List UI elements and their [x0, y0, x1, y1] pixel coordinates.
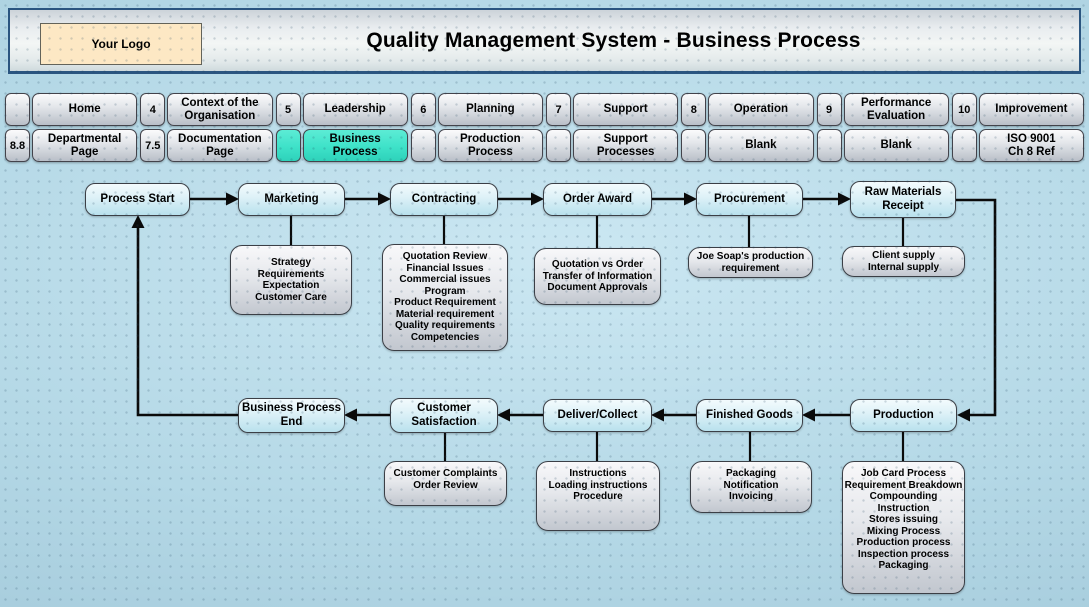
- nav-button-label: Improvement: [978, 93, 1084, 126]
- nav-button-label: Planning: [437, 93, 543, 126]
- nav-button-support-processes[interactable]: Support Processes: [546, 129, 679, 162]
- detail-box-production: Job Card Process Requirement Breakdown C…: [842, 461, 965, 594]
- detail-box-contracting: Quotation Review Financial Issues Commer…: [382, 244, 508, 351]
- detail-box-procurement: Joe Soap's production requirement: [688, 247, 813, 278]
- flow-node-process-start: Process Start: [85, 183, 190, 216]
- nav-row-pages: 8.8 Departmental Page 7.5 Documentation …: [5, 129, 1084, 162]
- nav-number-box: 9: [816, 93, 842, 126]
- nav-number-box: [951, 129, 977, 162]
- nav-button-improvement[interactable]: 10 Improvement: [951, 93, 1084, 126]
- nav-number-box: [5, 93, 30, 126]
- nav-number-box: [275, 129, 301, 162]
- nav-number-box: 8.8: [5, 129, 30, 162]
- nav-number-box: 7.5: [140, 129, 166, 162]
- flow-node-order-award: Order Award: [543, 183, 652, 216]
- nav-button-planning[interactable]: 6 Planning: [410, 93, 543, 126]
- nav-number-box: [681, 129, 707, 162]
- nav-button-business-process-active[interactable]: Business Process: [275, 129, 408, 162]
- nav-button-label: ISO 9001 Ch 8 Ref: [978, 129, 1084, 162]
- flow-node-customer-satisfaction: Customer Satisfaction: [390, 398, 498, 433]
- nav-button-label: Departmental Page: [32, 129, 138, 162]
- detail-box-marketing: Strategy Requirements Expectation Custom…: [230, 245, 352, 315]
- nav-number-box: 7: [546, 93, 571, 126]
- nav-number-box: [410, 129, 436, 162]
- nav-row-chapters: Home 4 Context of the Organisation 5 Lea…: [5, 93, 1084, 126]
- detail-box-customer-satisfaction: Customer Complaints Order Review: [384, 461, 507, 506]
- nav-button-label: Blank: [708, 129, 814, 162]
- flow-node-procurement: Procurement: [696, 183, 803, 216]
- detail-box-raw-materials: Client supply Internal supply: [842, 246, 965, 277]
- header-banner: Your Logo Quality Management System - Bu…: [8, 8, 1081, 74]
- nav-button-context-of-the-organisation[interactable]: 4 Context of the Organisation: [140, 93, 273, 126]
- flow-node-business-process-end: Business Process End: [238, 398, 345, 433]
- flow-node-finished-goods: Finished Goods: [696, 399, 803, 432]
- nav-button-label: Operation: [708, 93, 814, 126]
- nav-button-operation[interactable]: 8 Operation: [681, 93, 814, 126]
- logo-text: Your Logo: [91, 37, 151, 51]
- flow-node-production: Production: [850, 399, 957, 432]
- page-title: Quality Management System - Business Pro…: [366, 29, 861, 52]
- nav-number-box: 6: [410, 93, 436, 126]
- nav-button-performance-evaluation[interactable]: 9 Performance Evaluation: [816, 93, 949, 126]
- flow-node-contracting: Contracting: [390, 183, 498, 216]
- nav-button-label: Context of the Organisation: [167, 93, 273, 126]
- nav-button-label: Leadership: [302, 93, 408, 126]
- nav-button-label: Business Process: [302, 129, 408, 162]
- nav-button-iso9001-ch8-ref[interactable]: ISO 9001 Ch 8 Ref: [951, 129, 1084, 162]
- nav-button-label: Home: [32, 93, 138, 126]
- nav-button-leadership[interactable]: 5 Leadership: [275, 93, 408, 126]
- nav-button-documentation-page[interactable]: 7.5 Documentation Page: [140, 129, 273, 162]
- nav-button-label: Production Process: [437, 129, 543, 162]
- nav-button-label: Blank: [843, 129, 949, 162]
- nav-number-box: [546, 129, 571, 162]
- detail-box-finished-goods: Packaging Notification Invoicing: [690, 461, 812, 513]
- nav-button-departmental-page[interactable]: 8.8 Departmental Page: [5, 129, 138, 162]
- detail-box-deliver-collect: Instructions Loading instructions Proced…: [536, 461, 660, 531]
- nav-button-label: Performance Evaluation: [843, 93, 949, 126]
- flow-node-deliver-collect: Deliver/Collect: [543, 399, 652, 432]
- nav-button-label: Support: [573, 93, 679, 126]
- nav-number-box: [816, 129, 842, 162]
- nav-number-box: 5: [275, 93, 301, 126]
- nav-number-box: 4: [140, 93, 166, 126]
- nav-button-label: Documentation Page: [167, 129, 273, 162]
- nav-number-box: 10: [951, 93, 977, 126]
- nav-button-blank-2[interactable]: Blank: [816, 129, 949, 162]
- nav-button-production-process[interactable]: Production Process: [410, 129, 543, 162]
- nav-button-label: Support Processes: [573, 129, 679, 162]
- logo-box: Your Logo: [40, 23, 202, 65]
- flow-node-raw-materials-receipt: Raw Materials Receipt: [850, 181, 956, 218]
- nav-number-box: 8: [681, 93, 707, 126]
- flow-node-marketing: Marketing: [238, 183, 345, 216]
- nav-button-support[interactable]: 7 Support: [546, 93, 679, 126]
- nav-button-blank-1[interactable]: Blank: [681, 129, 814, 162]
- nav-button-home[interactable]: Home: [5, 93, 138, 126]
- detail-box-order-award: Quotation vs Order Transfer of Informati…: [534, 248, 661, 305]
